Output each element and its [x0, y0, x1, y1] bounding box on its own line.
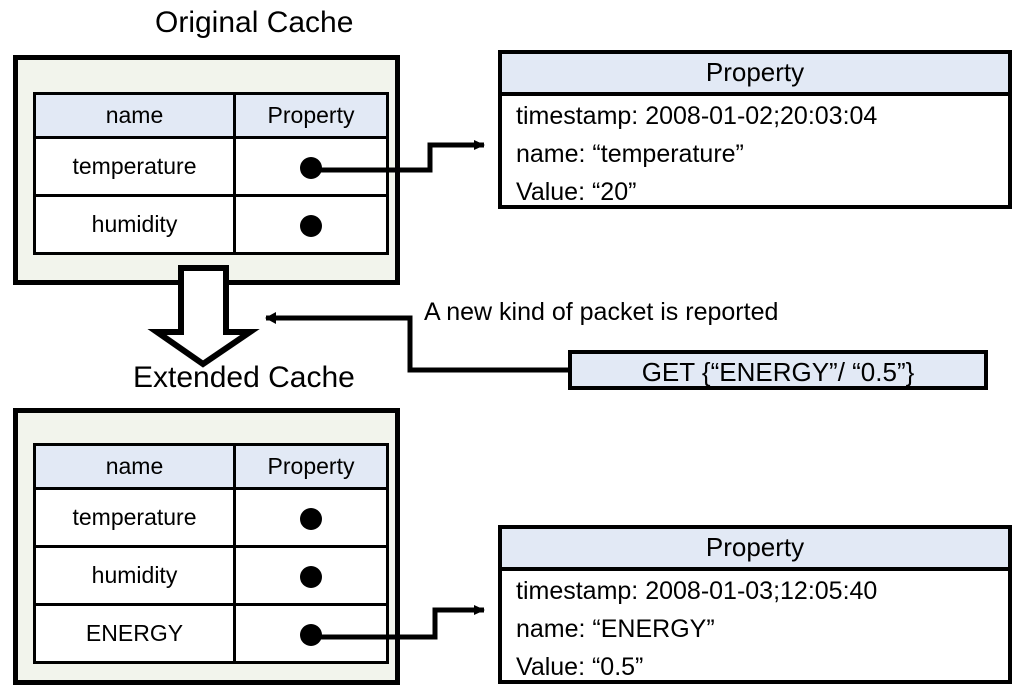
- property-detail-box-energy: Property timestamp: 2008-01-03;12:05:40 …: [498, 525, 1012, 684]
- property-box-body: timestamp: 2008-01-02;20:03:04 name: “te…: [502, 96, 1008, 213]
- property-line-value: Value: “0.5”: [516, 653, 644, 681]
- property-line-value: Value: “20”: [516, 178, 637, 206]
- property-dot-icon: [300, 214, 322, 237]
- property-box-header: Property: [502, 529, 1008, 571]
- property-dot-icon: [300, 565, 322, 588]
- packet-message-box: GET {“ENERGY”/ “0.5”}: [568, 350, 988, 390]
- table-header-row: name Property: [33, 443, 389, 490]
- property-line-timestamp: timestamp: 2008-01-03;12:05:40: [516, 577, 878, 605]
- property-box-body: timestamp: 2008-01-03;12:05:40 name: “EN…: [502, 571, 1008, 688]
- packet-annotation-label: A new kind of packet is reported: [424, 298, 779, 326]
- cell-property-temperature: [233, 487, 389, 548]
- cell-name-energy: ENERGY: [33, 603, 236, 664]
- property-dot-icon: [300, 623, 322, 646]
- cell-name-temperature: temperature: [33, 136, 236, 197]
- property-box-header: Property: [502, 54, 1008, 96]
- property-detail-box-temperature: Property timestamp: 2008-01-02;20:03:04 …: [498, 50, 1012, 209]
- table-row: temperature: [33, 487, 389, 548]
- original-cache-title: Original Cache: [155, 6, 354, 39]
- table-header-row: name Property: [33, 92, 389, 139]
- cell-name-humidity: humidity: [33, 545, 236, 606]
- table-row: humidity: [33, 545, 389, 606]
- cell-property-humidity: [233, 194, 389, 255]
- cell-property-temperature: [233, 136, 389, 197]
- table-row: ENERGY: [33, 603, 389, 664]
- table-row: humidity: [33, 194, 389, 255]
- cell-property-energy: [233, 603, 389, 664]
- property-line-name: name: “ENERGY”: [516, 615, 715, 643]
- table-row: temperature: [33, 136, 389, 197]
- cell-property-humidity: [233, 545, 389, 606]
- property-dot-icon: [300, 507, 322, 530]
- column-header-property: Property: [233, 92, 389, 139]
- extended-cache-table: name Property temperature humidity ENERG…: [33, 443, 389, 664]
- column-header-name: name: [33, 92, 236, 139]
- property-line-timestamp: timestamp: 2008-01-02;20:03:04: [516, 102, 878, 130]
- extended-cache-title: Extended Cache: [133, 361, 355, 394]
- cell-name-temperature: temperature: [33, 487, 236, 548]
- property-line-name: name: “temperature”: [516, 140, 744, 168]
- original-cache-table: name Property temperature humidity: [33, 92, 389, 255]
- column-header-name: name: [33, 443, 236, 490]
- column-header-property: Property: [233, 443, 389, 490]
- property-dot-icon: [300, 156, 322, 179]
- cell-name-humidity: humidity: [33, 194, 236, 255]
